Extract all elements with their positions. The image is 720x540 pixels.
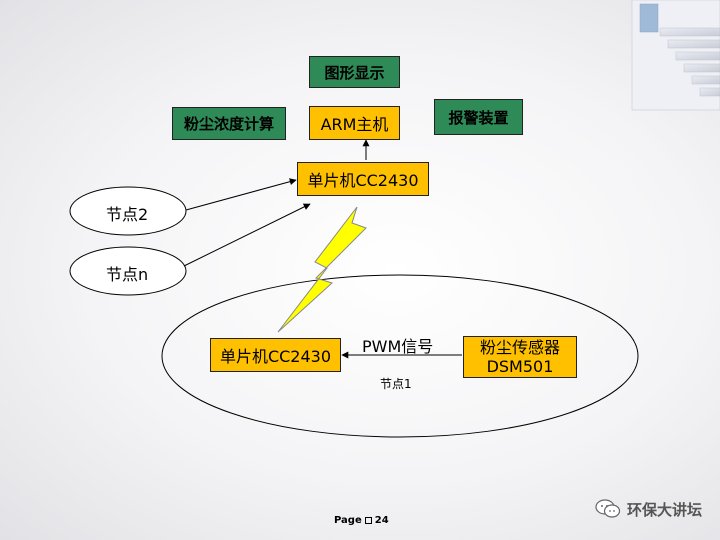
node-n-ellipse xyxy=(69,246,187,296)
graphics-display-label: 图形显示 xyxy=(324,63,385,82)
arrow-node2-to-mcu xyxy=(185,178,297,211)
watermark-text: 环保大讲坛 xyxy=(626,500,702,519)
dust-sensor-label-line1: 粉尘传感器 xyxy=(479,338,560,357)
chat-bubble-icon xyxy=(595,499,621,518)
watermark: 环保大讲坛 xyxy=(595,498,702,520)
mcu-node1-box: 单片机CC2430 xyxy=(210,338,341,372)
alarm-device-box: 报警装置 xyxy=(434,99,523,135)
dust-concentration-calc-box: 粉尘浓度计算 xyxy=(172,107,286,140)
dust-sensor-box: 粉尘传感器 DSM501 xyxy=(463,336,577,378)
arm-host-label: ARM主机 xyxy=(320,115,389,134)
mcu-top-box: 单片机CC2430 xyxy=(297,162,429,196)
dust-concentration-calc-label: 粉尘浓度计算 xyxy=(183,115,274,133)
graphics-display-box: 图形显示 xyxy=(309,56,400,88)
arm-host-box: ARM主机 xyxy=(309,106,400,140)
node-n-label: 节点n xyxy=(106,265,149,284)
arrow-node-n-to-mcu xyxy=(183,203,311,267)
mcu-node1-label: 单片机CC2430 xyxy=(219,347,332,366)
node2-label: 节点2 xyxy=(106,205,149,224)
mcu-top-label: 单片机CC2430 xyxy=(307,171,419,190)
page-square-icon xyxy=(364,517,372,524)
dust-sensor-label-line2: DSM501 xyxy=(486,357,554,376)
pwm-signal-label: PWM信号 xyxy=(362,337,434,356)
node1-label: 节点1 xyxy=(380,377,412,391)
page-number: 24 xyxy=(374,515,389,526)
page-label: Page xyxy=(334,515,362,526)
wireless-lightning-bolt xyxy=(277,206,367,333)
node1-region-ellipse xyxy=(161,274,639,438)
alarm-device-label: 报警装置 xyxy=(448,108,509,127)
node2-ellipse xyxy=(69,186,187,236)
page-footer: Page 24 xyxy=(334,515,389,526)
